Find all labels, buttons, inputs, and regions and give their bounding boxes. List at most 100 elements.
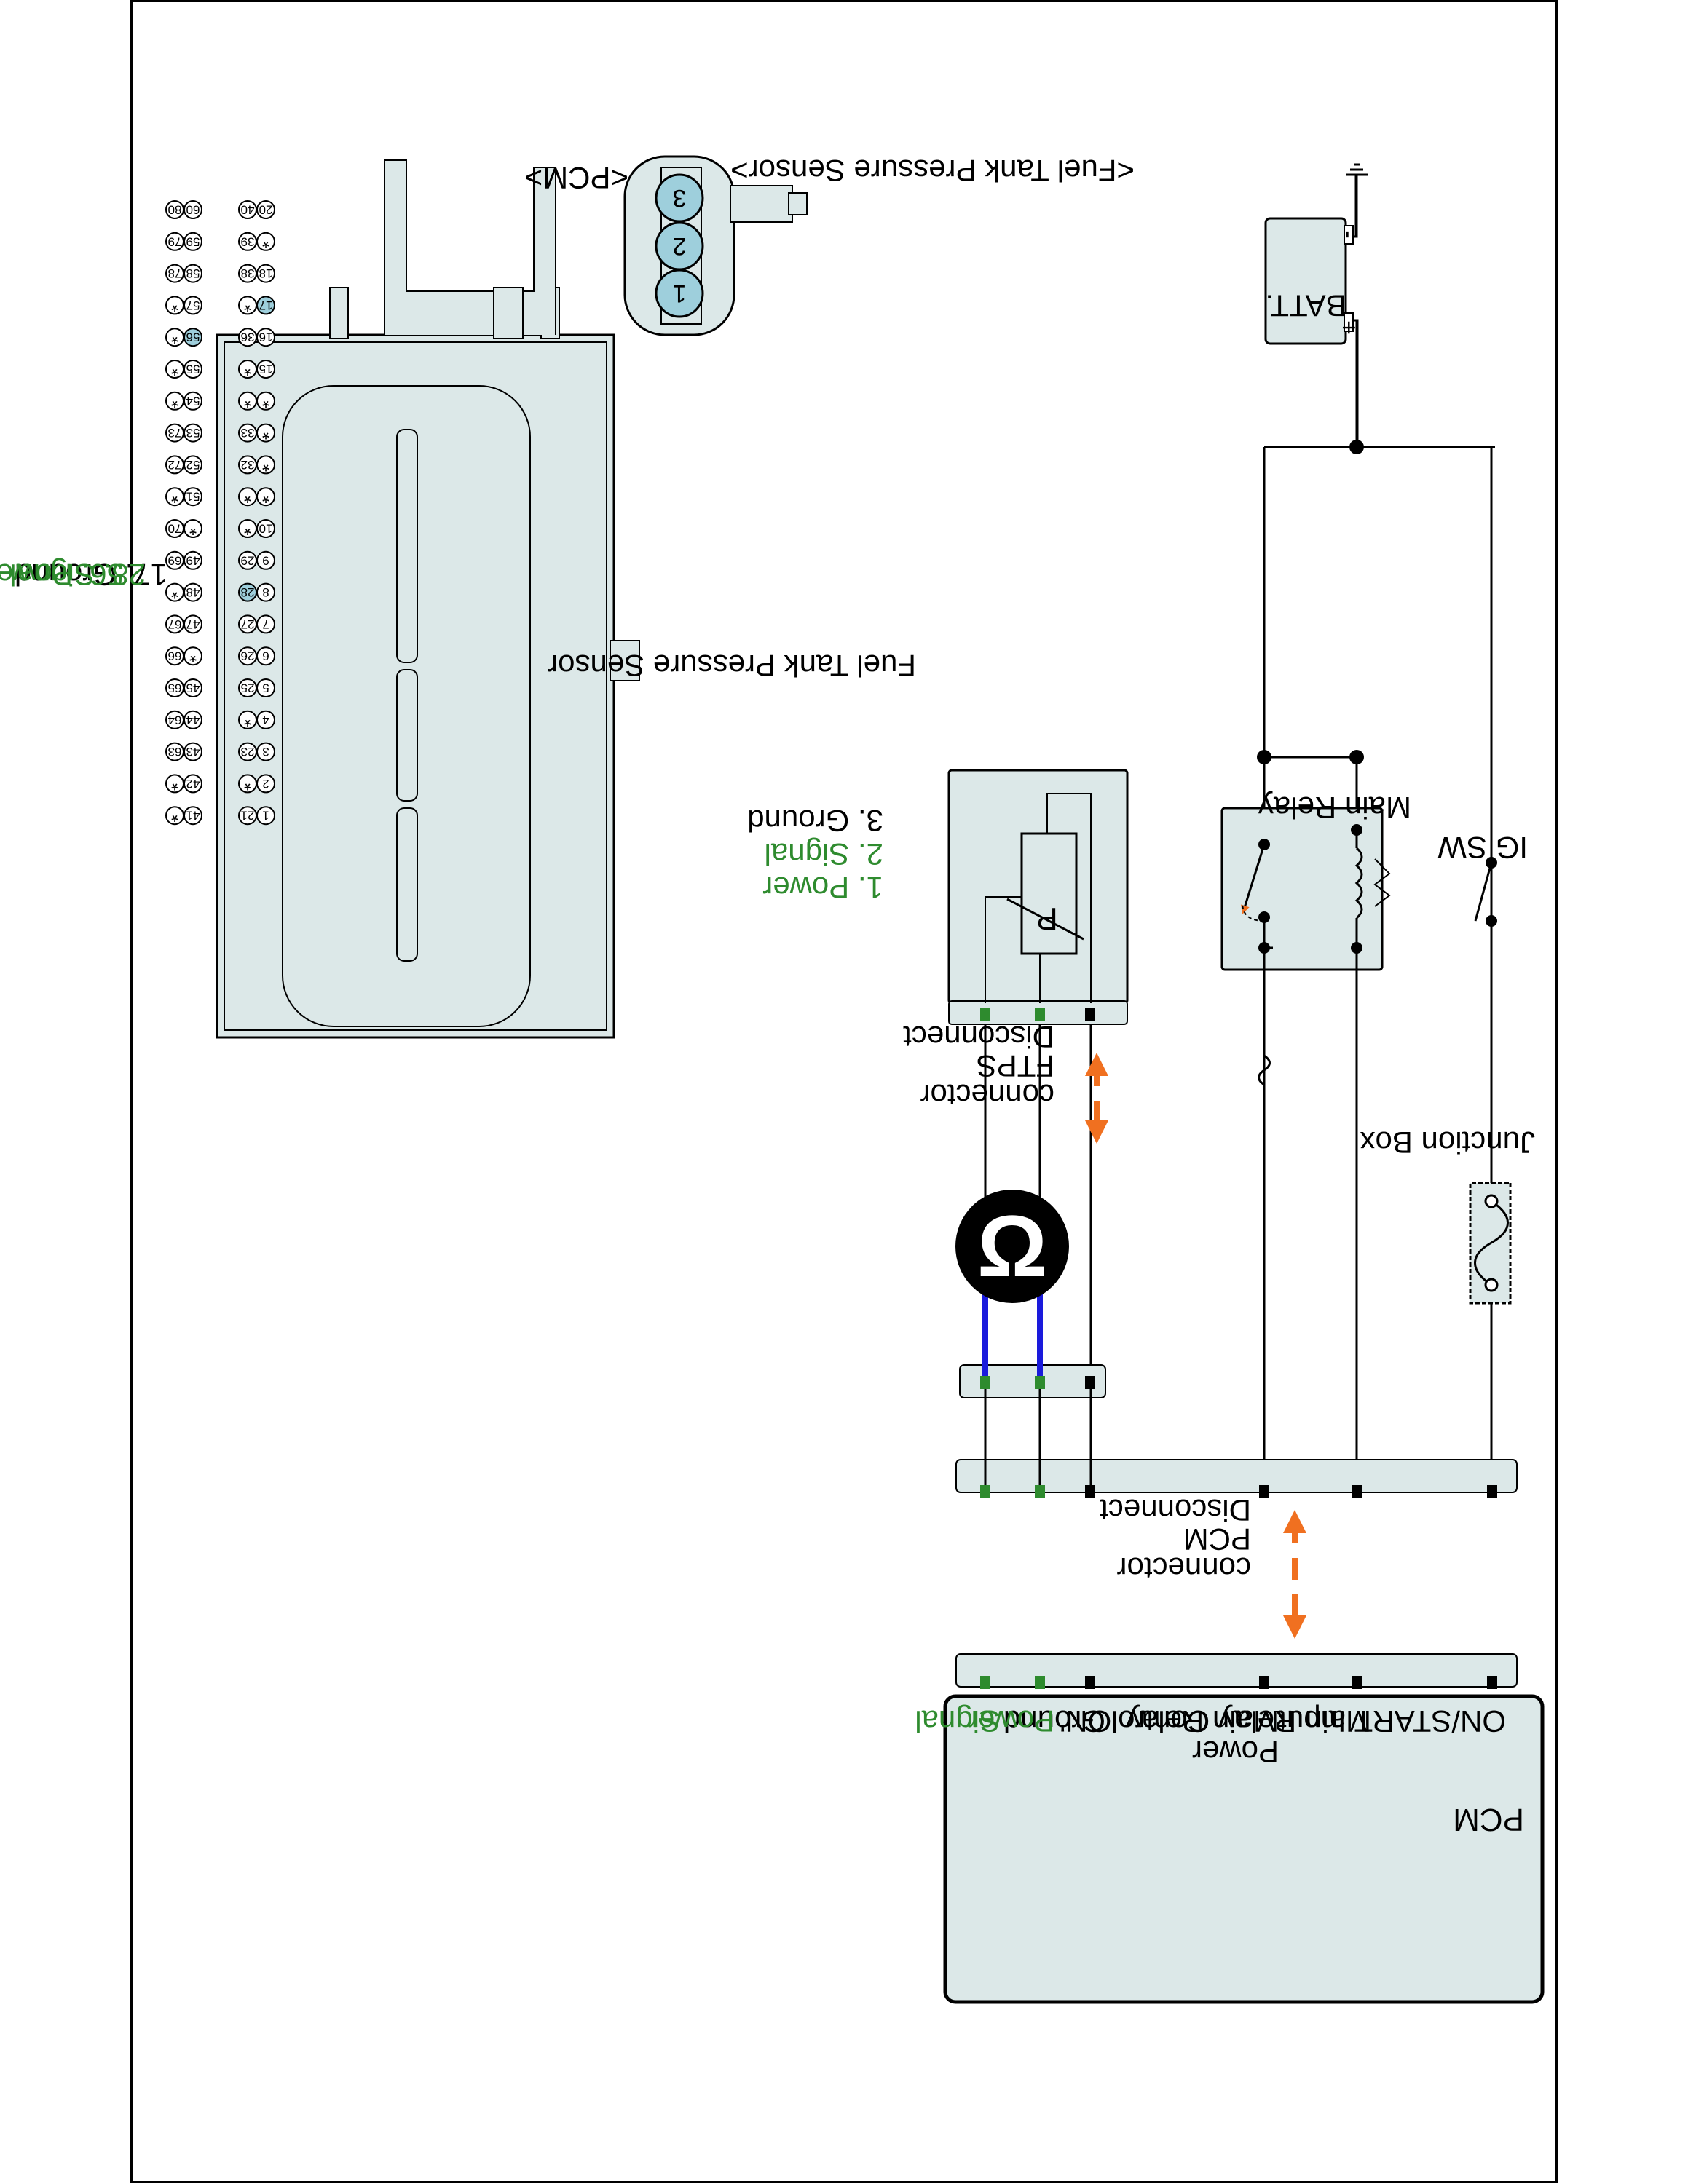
pcm-pin-label: 70: [168, 522, 182, 536]
pcm-pin: 17: [256, 296, 275, 315]
pcm-pin-label: 57: [186, 298, 200, 312]
pcm-pin-label: 78: [168, 266, 182, 280]
pcm-pin-label: 64: [168, 713, 182, 727]
pcm-pin: *: [165, 294, 184, 316]
pcm-pin: *: [238, 709, 257, 731]
ig-switch-label: IG SW: [1437, 831, 1528, 865]
pcm-pin-label: 1: [262, 809, 269, 823]
pcm-pin-label: 2: [262, 777, 269, 791]
wire-junctions: [1257, 440, 1364, 764]
pcm-pin-label: 67: [168, 617, 182, 631]
pcm-pin-label: 58: [186, 266, 200, 280]
pcm-pin: 52: [184, 455, 202, 475]
pcm-pin: 63: [165, 742, 184, 761]
pcm-pin: 65: [165, 678, 184, 697]
pcm-pin: *: [238, 390, 257, 412]
pcm-pin-label: *: [171, 486, 178, 507]
battery-plus: +: [1335, 320, 1362, 335]
pcm-terminal-label: Main Relay Control: [1111, 1704, 1371, 1738]
pcm-pin-label: 51: [186, 490, 200, 504]
pcm-pin: 7: [256, 614, 275, 634]
pcm-pin: 78: [165, 264, 184, 283]
pcm-pin: 80: [165, 200, 184, 219]
pcm-pin-label: 79: [168, 234, 182, 248]
pcm-pin-label: 63: [168, 745, 182, 759]
pcm-pin-label: *: [262, 231, 269, 253]
pcm-pin-label: *: [244, 772, 251, 794]
pcm-pin: 70: [165, 519, 184, 538]
junction-box-label: Junction Box: [1360, 1125, 1535, 1160]
pcm-pin: *: [238, 486, 257, 507]
ohm-meter-icon: Ω: [955, 1190, 1069, 1303]
pcm-pin: 72: [165, 455, 184, 475]
pcm-pin-label: 47: [186, 617, 200, 631]
pcm-pin-label: 66: [168, 649, 182, 663]
pcm-pin-label: *: [244, 486, 251, 507]
pcm-terminal-label: Power: [968, 1704, 1054, 1738]
pcm-pin-label: 4: [262, 713, 269, 727]
pcm-pin-label: *: [262, 454, 269, 475]
ig-switch: [1474, 857, 1497, 939]
pcm-pin: 48: [184, 582, 202, 602]
pcm-pin: 6: [256, 646, 275, 666]
pcm-pin-label: 48: [186, 585, 200, 599]
meter-probe-wires: [982, 1289, 1043, 1382]
ftps-pin-label: 1: [673, 280, 687, 307]
pcm-pin: 36: [238, 328, 257, 347]
pcm-pin-label: 26: [241, 649, 255, 663]
ftps-view-title: <Fuel Tank Pressure Sensor>: [730, 154, 1135, 188]
pcm-pin: 23: [238, 742, 257, 761]
pcm-pin: *: [165, 804, 184, 826]
pcm-pin: 58: [184, 264, 202, 283]
pcm-pin-label: *: [171, 294, 178, 316]
main-relay-label: Main Relay: [1258, 791, 1411, 825]
pcm-pin-label: 21: [241, 809, 255, 823]
pcm-terminal-label: Signal: [915, 1704, 1000, 1738]
pcm-box-title: PCM: [1453, 1802, 1524, 1837]
pcm-pin-label: *: [171, 326, 178, 348]
pcm-pin-label: 69: [168, 553, 182, 567]
pcm-pin: *: [165, 486, 184, 507]
pcm-terminal-label-line2: Power: [1192, 1735, 1279, 1769]
pcm-pin-label: 6: [262, 649, 269, 663]
pcm-pin: 1: [256, 806, 275, 826]
ftps-legend-item: 2. Signal: [765, 837, 883, 871]
pcm-pin: 69: [165, 550, 184, 570]
pcm-pin: 43: [184, 742, 202, 761]
pcm-terminal-label: Main Relay 'ON': [1060, 1704, 1279, 1738]
pcm-pin-label: 16: [259, 331, 273, 344]
pcm-pin: 18: [256, 264, 275, 283]
pcm-pin-label: 28: [241, 585, 255, 599]
disconnect-ftps-line1: Disconnect: [903, 1020, 1054, 1054]
pcm-legend-item: 28. Signal: [9, 558, 146, 592]
disconnect-pcm-line3: connector: [1117, 1551, 1251, 1586]
pcm-pin-label: 45: [186, 681, 200, 695]
pcm-pin-label: 43: [186, 745, 200, 759]
pcm-pin: 32: [238, 455, 257, 475]
pcm-pin-grid: 20*18171615****10987654321403938*36**333…: [165, 200, 275, 826]
pcm-pin-label: *: [244, 294, 251, 316]
pcm-pin: *: [238, 518, 257, 539]
pcm-pin-label: 40: [241, 203, 255, 217]
pcm-harness-connector: [955, 1459, 1518, 1688]
pcm-pin: 64: [165, 710, 184, 729]
pcm-pin-label: 15: [259, 363, 273, 376]
pcm-pin-label: *: [171, 582, 178, 604]
pcm-legend-item: 17. Ground: [15, 558, 167, 592]
pcm-pin: 45: [184, 678, 202, 697]
pcm-pin-label: 49: [186, 553, 200, 567]
ftps-legend-item: 3. Ground: [747, 804, 883, 838]
pcm-pin-label: 36: [241, 331, 255, 344]
pcm-pin: *: [165, 772, 184, 794]
pcm-pin-label: 53: [186, 426, 200, 440]
pcm-pin: 73: [165, 423, 184, 443]
pcm-pin: 2: [256, 774, 275, 794]
ftps-component: [947, 769, 1129, 1025]
ftps-pin-labels: 321: [673, 184, 687, 307]
pcm-pin-label: *: [244, 709, 251, 731]
battery: [1264, 217, 1354, 345]
